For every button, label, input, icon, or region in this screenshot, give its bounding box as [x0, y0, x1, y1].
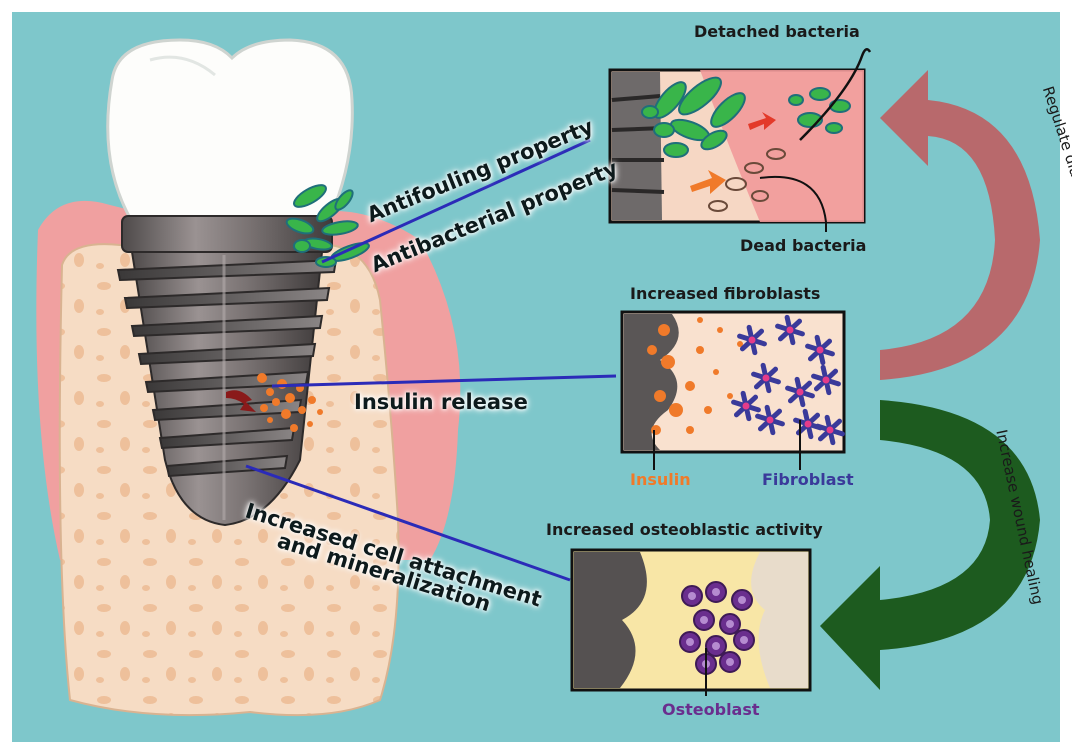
osteoblast-nucleus — [712, 588, 720, 596]
fibroblast — [751, 362, 781, 394]
arrow-regulate-infection — [880, 70, 1040, 380]
bacterium — [663, 142, 689, 158]
insulin-particle — [686, 426, 694, 434]
osteoblast-nucleus — [726, 658, 734, 666]
bacterium — [700, 129, 728, 151]
insulin-particle — [281, 409, 291, 419]
implant-thread — [116, 258, 338, 282]
insulin-particle — [260, 404, 268, 412]
insulin-particle — [307, 421, 313, 427]
fibroblast — [805, 334, 835, 366]
implant-thread — [158, 426, 296, 450]
insulin-particle — [685, 381, 695, 391]
insulin-particle — [277, 379, 287, 389]
release-arrow — [226, 390, 256, 412]
bacteria-cluster — [285, 184, 370, 268]
insulin-particle — [661, 355, 675, 369]
implant-thread — [123, 286, 331, 310]
label-increased-fibroblasts: Increased fibroblasts — [630, 284, 821, 303]
label-fibroblast: Fibroblast — [762, 470, 854, 489]
bacterium — [293, 239, 311, 253]
osteoblast-nucleus — [726, 620, 734, 628]
insulin-particle — [669, 403, 683, 417]
dental-implant — [116, 215, 338, 527]
panel-bacteria — [608, 48, 872, 232]
implant-thread — [130, 314, 324, 338]
implant-thread — [137, 342, 317, 366]
insulin-particle — [717, 327, 723, 333]
label-insulin-release: Insulin release — [354, 390, 528, 414]
implant-thread — [165, 454, 289, 478]
bacterium — [641, 105, 659, 119]
label-osteoblast: Osteoblast — [662, 700, 760, 719]
label-dead-bacteria: Dead bacteria — [740, 236, 867, 255]
insulin-particle — [654, 390, 666, 402]
insulin-particle — [267, 417, 273, 423]
arrow-wound-healing — [820, 400, 1040, 690]
osteoblast-nucleus — [738, 596, 746, 604]
osteoblast-nucleus — [700, 616, 708, 624]
insulin-particle — [696, 346, 704, 354]
bacterium — [285, 217, 315, 235]
insulin-particle — [266, 388, 274, 396]
bacterium — [321, 220, 359, 236]
osteoblast-nucleus — [688, 592, 696, 600]
connector-lines — [245, 138, 617, 582]
insulin-particle — [651, 425, 661, 435]
bacterium — [788, 94, 804, 106]
fibroblast — [815, 414, 845, 446]
bacterium — [334, 189, 354, 211]
insulin-particle — [290, 424, 298, 432]
fibroblast — [811, 364, 841, 396]
fibroblast — [775, 314, 805, 346]
fibroblast — [737, 324, 767, 356]
insulin-particle — [737, 341, 743, 347]
panel-fibroblasts — [620, 310, 846, 470]
bacterium — [809, 87, 831, 101]
label-increased-osteoblastic: Increased osteoblastic activity — [546, 520, 823, 539]
insulin-particle — [658, 324, 670, 336]
fibroblast — [755, 404, 785, 436]
bacterium — [710, 92, 746, 128]
bacterium — [653, 122, 675, 138]
osteoblast-nucleus — [686, 638, 694, 646]
insulin-particle — [308, 396, 316, 404]
insulin-particle — [727, 393, 733, 399]
tooth-crown — [106, 38, 354, 220]
bacterium — [293, 184, 327, 208]
fibroblast — [731, 390, 761, 422]
bacterium — [825, 122, 843, 134]
insulin-particle — [713, 369, 719, 375]
panel-osteoblasts — [570, 548, 812, 696]
fibroblast — [785, 376, 815, 408]
insulin-particle — [285, 393, 295, 403]
bacterium — [678, 76, 722, 116]
label-detached-bacteria: Detached bacteria — [694, 22, 860, 41]
insulin-particle — [704, 406, 712, 414]
insulin-particles — [257, 373, 323, 432]
insulin-particle — [257, 373, 267, 383]
insulin-particle — [272, 398, 280, 406]
insulin-particle — [317, 409, 323, 415]
osteoblast-nucleus — [712, 642, 720, 650]
insulin-particle — [697, 317, 703, 323]
osteoblast-nucleus — [740, 636, 748, 644]
insulin-particle — [298, 406, 306, 414]
insulin-particle — [647, 345, 657, 355]
label-insulin: Insulin — [630, 470, 691, 489]
